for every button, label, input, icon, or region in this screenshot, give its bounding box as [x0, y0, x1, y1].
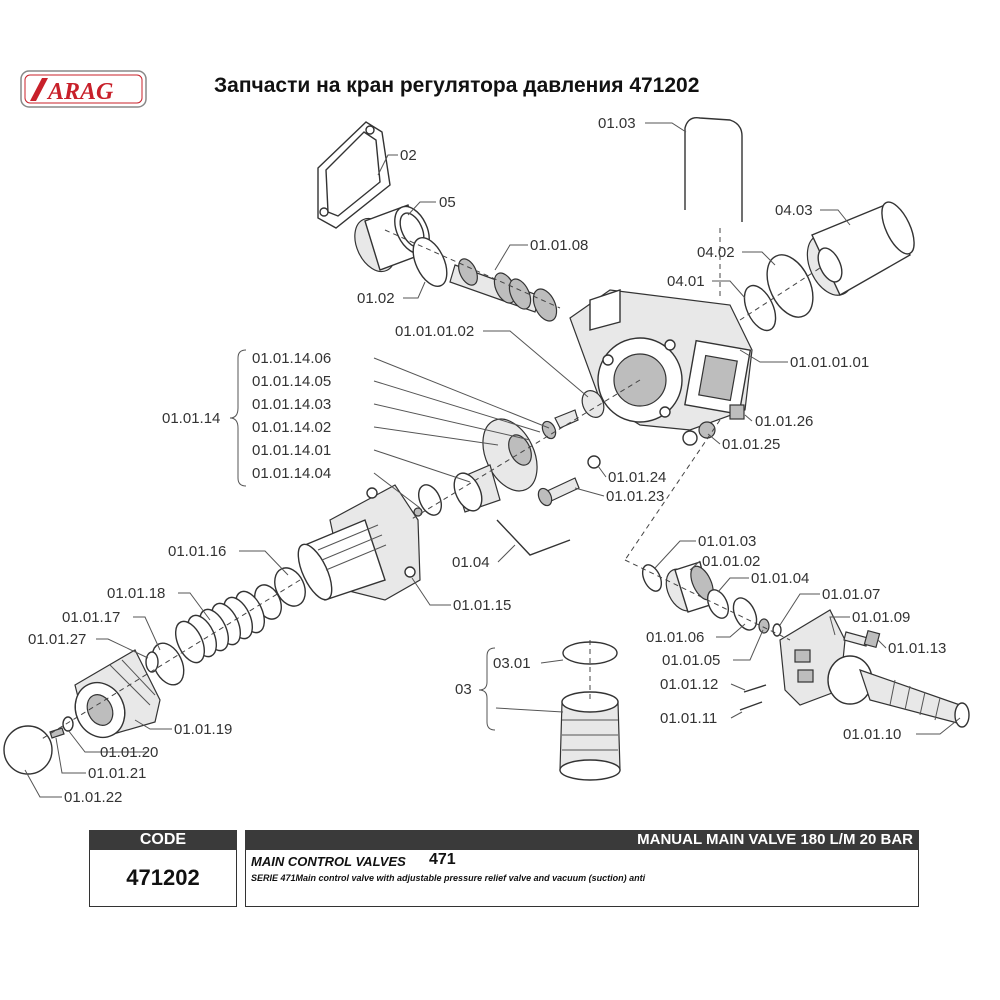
label-0104: 01.04 — [452, 554, 490, 571]
description-text: SERIE 471Main control valve with adjusta… — [251, 873, 646, 883]
part-lever-010110 — [827, 655, 970, 728]
page-title: Запчасти на кран регулятора давления 471… — [214, 74, 700, 97]
assembly-axis-lines — [39, 228, 821, 741]
label-010105: 01.01.05 — [662, 652, 720, 669]
description-heading: MAIN CONTROL VALVES — [251, 854, 406, 869]
label-01011403: 01.01.14.03 — [252, 396, 331, 413]
label-01010101: 01.01.01.01 — [790, 354, 869, 371]
arag-logo: ARAG — [20, 70, 147, 108]
description-box: MAIN CONTROL VALVES 471 SERIE 471Main co… — [245, 850, 919, 907]
label-010107: 01.01.07 — [822, 586, 880, 603]
part-labels: 02 05 01.02 01.03 01.01.08 04.03 04.02 0… — [28, 115, 946, 806]
code-header: CODE — [89, 830, 237, 850]
label-010104: 01.01.04 — [751, 570, 809, 587]
label-010111: 01.01.11 — [660, 710, 717, 727]
label-010119: 01.01.19 — [174, 721, 232, 738]
label-0103: 01.03 — [598, 115, 636, 132]
part-cartridge-010102 — [665, 561, 714, 613]
label-02: 02 — [400, 147, 417, 164]
part-pin-010111 — [739, 701, 763, 711]
label-010121: 01.01.21 — [88, 765, 146, 782]
label-010112: 01.01.12 — [660, 676, 718, 693]
part-oring-010104 — [732, 597, 758, 631]
label-03: 03 — [455, 681, 472, 698]
label-010102: 01.01.02 — [702, 553, 760, 570]
part-screw-010123 — [537, 477, 580, 507]
part-bonnet-010115 — [297, 484, 421, 601]
label-010122: 01.01.22 — [64, 789, 122, 806]
part-oring-0402 — [766, 254, 814, 318]
part-hexkey-0104 — [496, 519, 571, 556]
label-01011404: 01.01.14.04 — [252, 465, 331, 482]
label-010118: 01.01.18 — [107, 585, 165, 602]
label-01011406: 01.01.14.06 — [252, 350, 331, 367]
part-spring-010118 — [174, 590, 266, 664]
part-washer-010124 — [587, 455, 601, 469]
part-pin-010112 — [743, 684, 767, 693]
bracket-03 — [478, 647, 496, 731]
part-cap-010122 — [3, 725, 53, 775]
label-010106: 01.01.06 — [646, 629, 704, 646]
label-010126: 01.01.26 — [755, 413, 813, 430]
label-01010102: 01.01.01.02 — [395, 323, 474, 340]
part-spindle-010108 — [449, 258, 558, 322]
label-01011402: 01.01.14.02 — [252, 419, 331, 436]
label-010108: 01.01.08 — [530, 237, 588, 254]
part-oring-010106 — [706, 589, 730, 619]
leader-lines — [24, 122, 961, 798]
part-screw-010113 — [843, 629, 881, 649]
label-010115: 01.01.15 — [453, 597, 511, 614]
product-title-header: MANUAL MAIN VALVE 180 L/M 20 BAR — [245, 830, 919, 850]
product-code: 471202 — [126, 865, 200, 890]
label-0402: 04.02 — [697, 244, 735, 261]
part-clip-0103 — [684, 117, 743, 222]
part-bushing-01010102 — [581, 390, 605, 418]
label-010127: 01.01.27 — [28, 631, 86, 648]
label-010110: 01.01.10 — [843, 726, 901, 743]
label-010117: 01.01.17 — [62, 609, 120, 626]
series-number: 471 — [429, 851, 456, 868]
label-0401: 04.01 — [667, 273, 705, 290]
part-washer-010105 — [758, 618, 770, 634]
part-hosetail-0403 — [806, 201, 915, 296]
label-010125: 01.01.25 — [722, 436, 780, 453]
label-010113: 01.01.13 — [888, 640, 946, 657]
label-010124: 01.01.24 — [608, 469, 666, 486]
part-ring-010127 — [145, 651, 159, 673]
label-05: 05 — [439, 194, 456, 211]
label-010109: 01.01.09 — [852, 609, 910, 626]
part-nut-010125 — [698, 421, 716, 439]
part-gasket-02 — [317, 121, 391, 229]
part-sleeve-05 — [354, 204, 430, 273]
bracket-010114 — [229, 349, 247, 487]
part-oring-010103 — [641, 564, 663, 592]
label-010103: 01.01.03 — [698, 533, 756, 550]
label-0102: 01.02 — [357, 290, 395, 307]
part-hosetail-03 — [559, 691, 621, 781]
label-0403: 04.03 — [775, 202, 813, 219]
part-oring-0401 — [743, 284, 777, 332]
part-knob-010119 — [74, 649, 161, 739]
label-0301: 03.01 — [493, 655, 531, 672]
label-010116: 01.01.16 — [168, 543, 226, 560]
part-washer-010125 — [682, 430, 698, 446]
label-01011405: 01.01.14.05 — [252, 373, 331, 390]
label-010123: 01.01.23 — [606, 488, 664, 505]
part-diaphragm-group-010114 — [413, 409, 579, 517]
part-screw-010121 — [49, 727, 65, 739]
label-010120: 01.01.20 — [100, 744, 158, 761]
label-010114: 01.01.14 — [162, 410, 220, 427]
logo-text: ARAG — [46, 79, 114, 105]
part-washer-010120 — [62, 716, 74, 732]
part-nut-010126 — [729, 404, 745, 420]
part-ring-010107 — [772, 623, 782, 637]
code-box: 471202 — [89, 850, 237, 907]
label-01011401: 01.01.14.01 — [252, 442, 331, 459]
exploded-parts-diagram: 02 05 01.02 01.03 01.01.08 04.03 04.02 0… — [3, 115, 970, 806]
